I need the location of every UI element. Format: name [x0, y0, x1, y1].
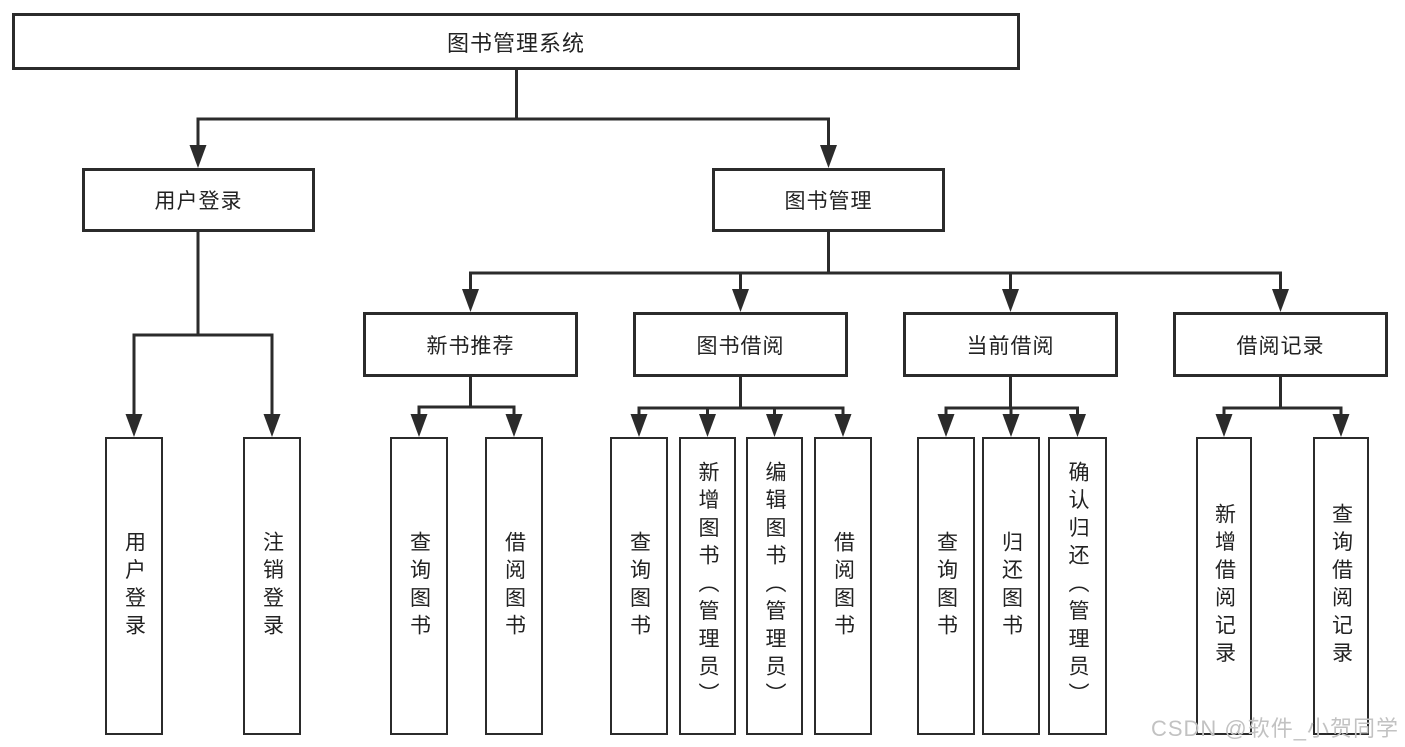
leaf-query-books-current: 查询图书 [917, 437, 975, 735]
leaf-borrow-books: 借阅图书 [814, 437, 872, 735]
node-borrow-records: 借阅记录 [1173, 312, 1388, 377]
node-new-book-recommend: 新书推荐 [363, 312, 578, 377]
node-current-borrow: 当前借阅 [903, 312, 1118, 377]
leaf-edit-book-admin: 编辑图书（管理员） [746, 437, 803, 735]
node-label: 借阅记录 [1236, 334, 1325, 358]
leaf-query-borrow-record: 查询借阅记录 [1313, 437, 1369, 735]
node-label: 用户登录 [122, 530, 146, 642]
node-label: 注销登录 [260, 530, 284, 642]
node-user-login: 用户登录 [82, 168, 315, 232]
node-label: 编辑图书（管理员） [763, 461, 786, 711]
leaf-logout: 注销登录 [243, 437, 301, 735]
node-library-management-system: 图书管理系统 [12, 13, 1020, 70]
node-label: 借阅图书 [831, 530, 855, 642]
node-label: 确认归还（管理员） [1066, 461, 1089, 711]
node-label: 借阅图书 [502, 530, 526, 642]
leaf-confirm-return-admin: 确认归还（管理员） [1048, 437, 1107, 735]
node-book-management: 图书管理 [712, 168, 945, 232]
leaf-query-books-recommend: 查询图书 [390, 437, 448, 735]
node-book-borrow: 图书借阅 [633, 312, 848, 377]
node-label: 新增借阅记录 [1212, 502, 1236, 670]
node-label: 新书推荐 [426, 334, 515, 358]
node-label: 查询借阅记录 [1329, 502, 1353, 670]
node-label: 归还图书 [999, 530, 1023, 642]
node-label: 用户登录 [154, 190, 243, 213]
node-label: 查询图书 [627, 530, 651, 642]
leaf-add-borrow-record: 新增借阅记录 [1196, 437, 1252, 735]
leaf-add-book-admin: 新增图书（管理员） [679, 437, 736, 735]
leaf-query-books-borrow: 查询图书 [610, 437, 668, 735]
csdn-watermark: CSDN @软件_小贺同学 [1150, 716, 1399, 741]
node-label: 图书借阅 [696, 334, 785, 358]
node-label: 新增图书（管理员） [696, 461, 719, 711]
node-label: 查询图书 [934, 530, 958, 642]
node-label: 当前借阅 [966, 334, 1055, 358]
leaf-borrow-books-recommend: 借阅图书 [485, 437, 543, 735]
node-label: 图书管理系统 [446, 30, 585, 56]
leaf-return-books: 归还图书 [982, 437, 1040, 735]
leaf-user-login: 用户登录 [105, 437, 163, 735]
node-label: 查询图书 [407, 530, 431, 642]
node-label: 图书管理 [784, 190, 873, 213]
